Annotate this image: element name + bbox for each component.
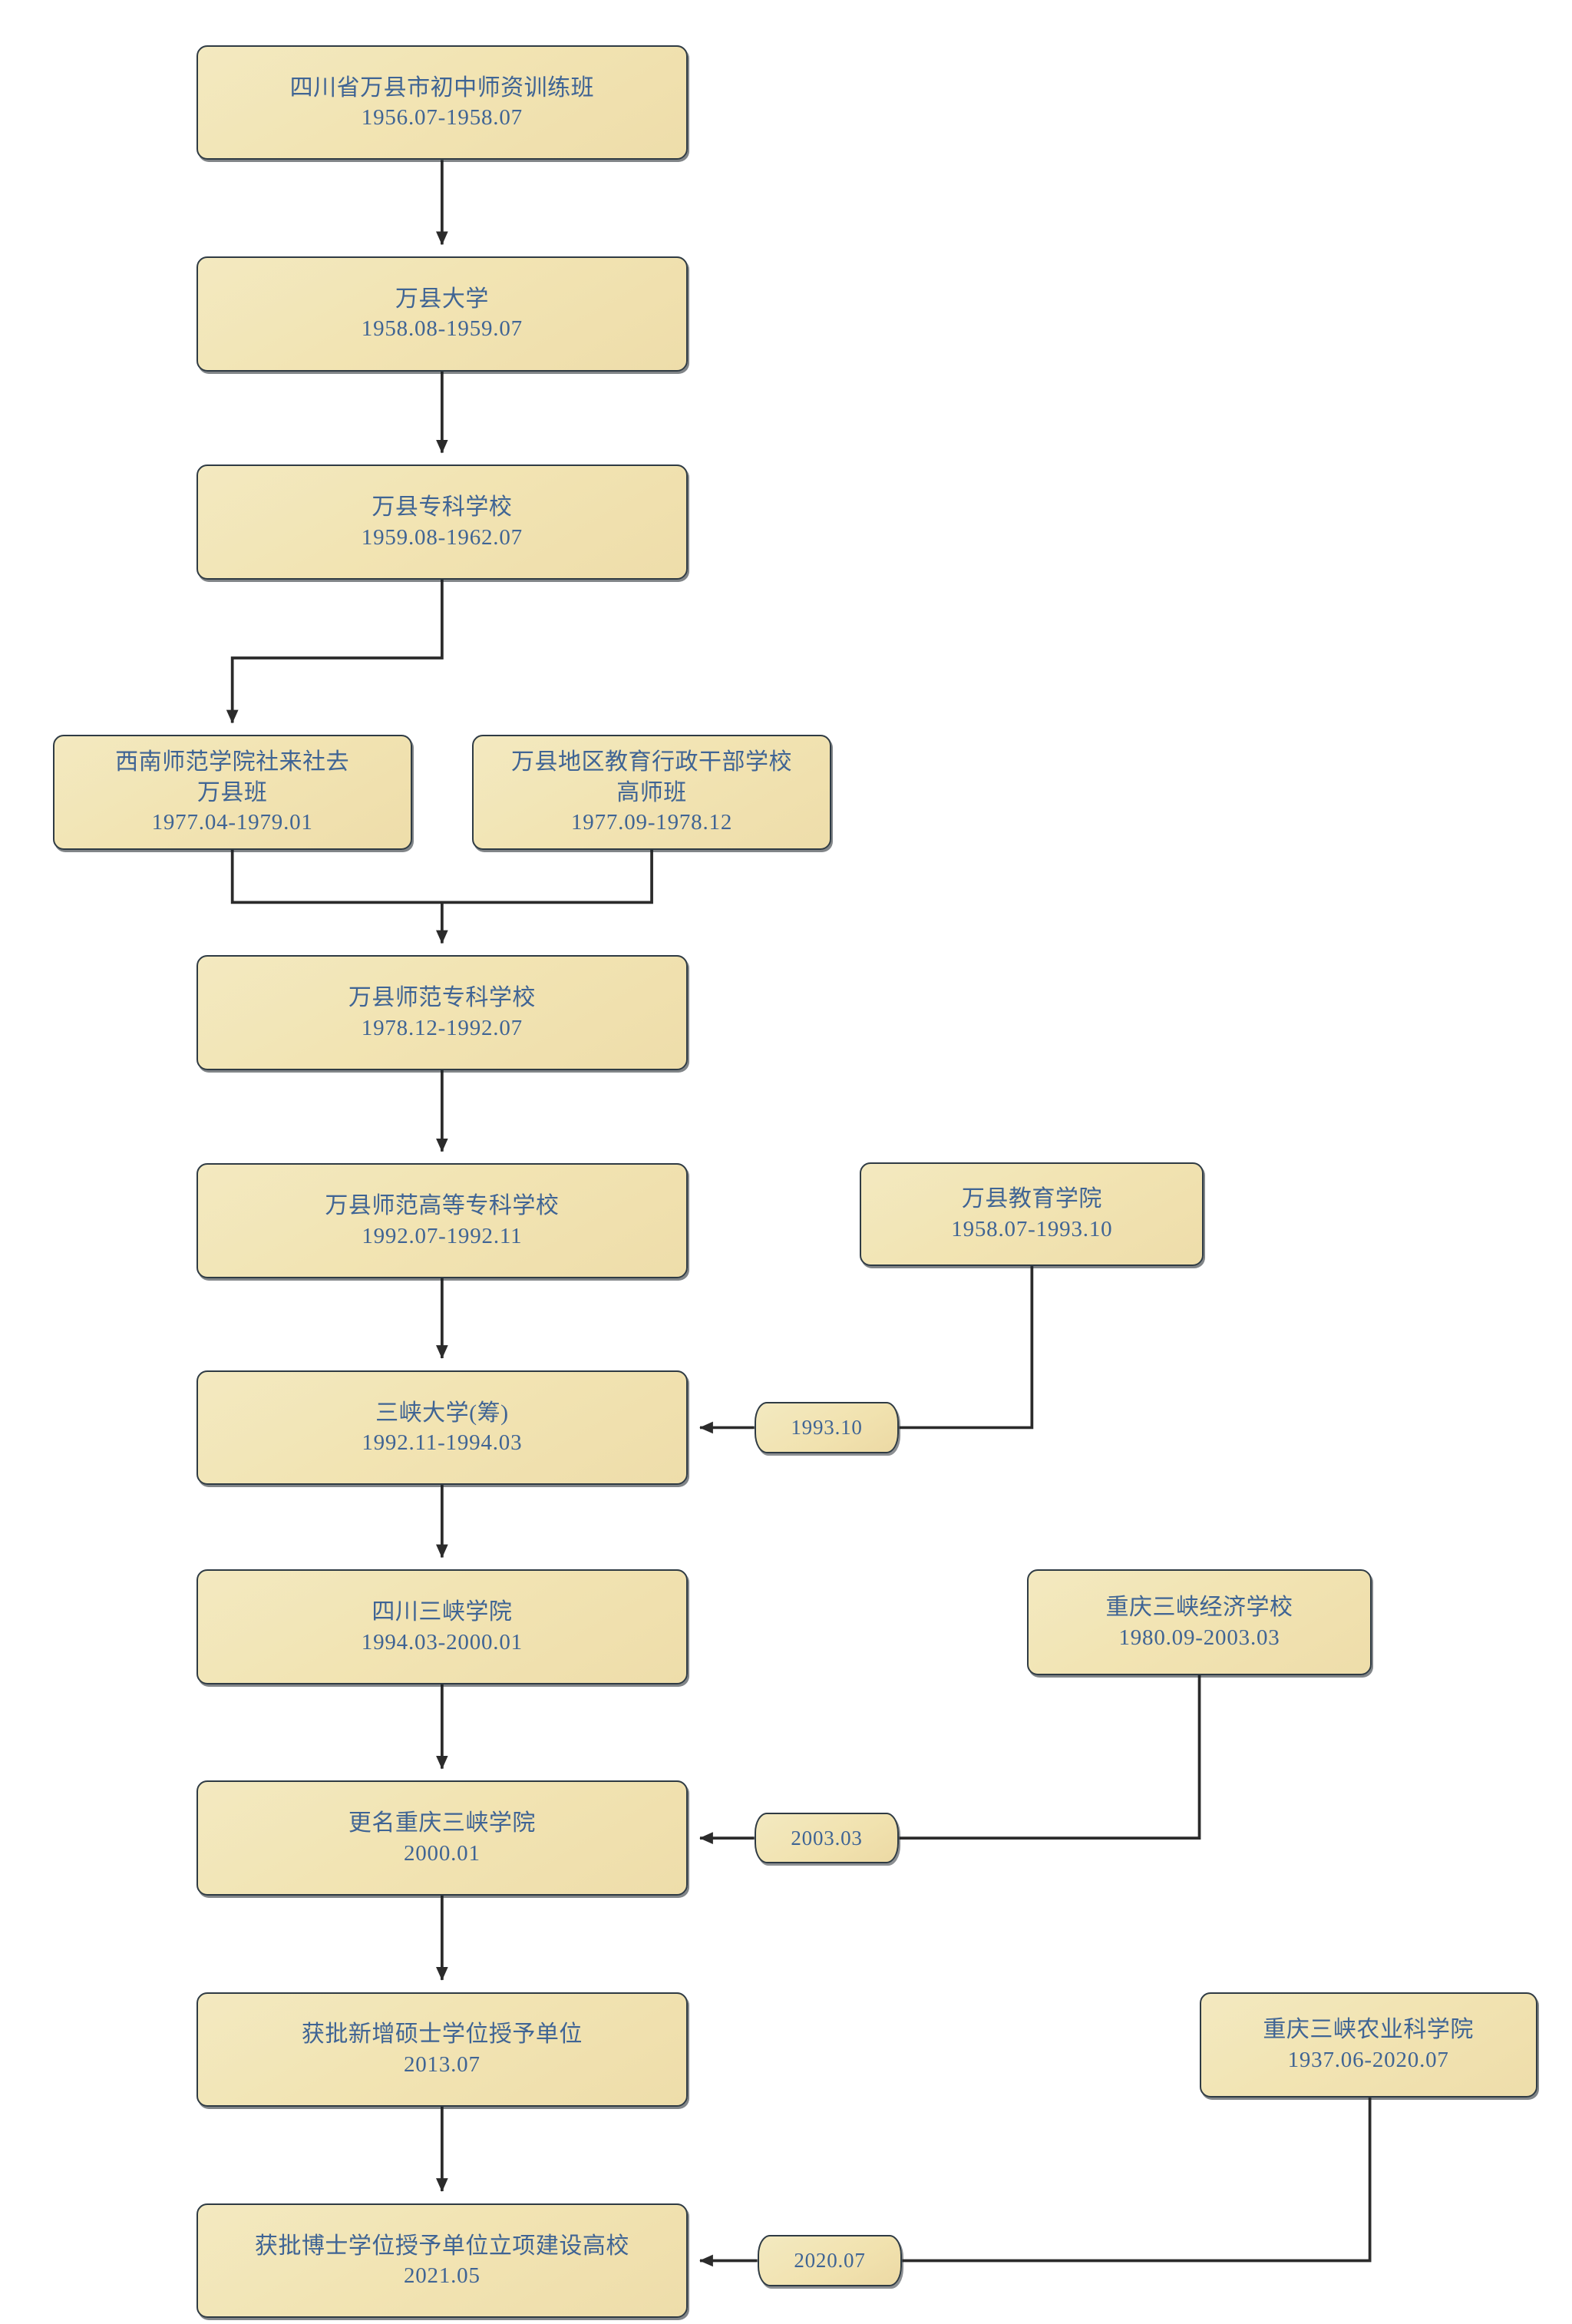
edge-n4a-n5 xyxy=(230,849,448,944)
edge-n4b-n5 xyxy=(441,849,653,904)
edge-n3-n4a xyxy=(226,579,444,724)
node-title: 重庆三峡经济学校 xyxy=(1105,1595,1293,1621)
edge-label-2020-07: 2020.07 xyxy=(757,2235,903,2286)
node-period: 1992.07-1992.11 xyxy=(362,1223,523,1248)
node-title: 更名重庆三峡学院 xyxy=(348,1810,536,1836)
node-wanxian-junior-college[interactable]: 万县专科学校 1959.08-1962.07 xyxy=(196,464,689,580)
node-title: 万县师范高等专科学校 xyxy=(325,1193,560,1219)
node-period: 2021.05 xyxy=(403,2263,481,2289)
edge-n8r-label2 xyxy=(899,1674,1201,1840)
node-sichuan-wanxian-junior-teacher-training-class[interactable]: 四川省万县市初中师资训练班 1956.07-1958.07 xyxy=(196,45,689,160)
node-period: 1959.08-1962.07 xyxy=(361,524,523,550)
node-period: 1980.09-2003.03 xyxy=(1118,1625,1280,1650)
node-period: 1978.12-1992.07 xyxy=(361,1015,523,1040)
node-wanxian-normal-junior-college[interactable]: 万县师范专科学校 1978.12-1992.07 xyxy=(196,955,689,1070)
node-period: 1956.07-1958.07 xyxy=(361,105,523,131)
node-title: 三峡大学(筹) xyxy=(375,1400,509,1426)
node-period: 2000.01 xyxy=(403,1840,481,1866)
node-period: 1992.11-1994.03 xyxy=(362,1430,523,1456)
edge-n10r-label3 xyxy=(902,2098,1372,2263)
node-period: 1958.07-1993.10 xyxy=(951,1216,1113,1241)
edge-label-2003-03: 2003.03 xyxy=(754,1812,900,1864)
node-title: 四川省万县市初中师资训练班 xyxy=(289,74,595,101)
node-renamed-chongqing-three-gorges-university[interactable]: 更名重庆三峡学院 2000.01 xyxy=(196,1780,689,1896)
node-approved-masters-degree-unit[interactable]: 获批新增硕士学位授予单位 2013.07 xyxy=(196,1992,689,2107)
node-title: 万县教育学院 xyxy=(961,1186,1102,1212)
edge-n6r-label1 xyxy=(899,1266,1034,1430)
node-title: 获批博士学位授予单位立项建设高校 xyxy=(254,2233,629,2259)
node-title: 西南师范学院社来社去 万县班 xyxy=(115,749,350,805)
node-wanxian-normal-higher-junior-college[interactable]: 万县师范高等专科学校 1992.07-1992.11 xyxy=(196,1163,689,1278)
node-sichuan-three-gorges-college[interactable]: 四川三峡学院 1994.03-2000.01 xyxy=(196,1569,689,1684)
node-period: 1994.03-2000.01 xyxy=(361,1629,523,1655)
edge-label-1993-10: 1993.10 xyxy=(754,1402,900,1453)
node-chongqing-three-gorges-agricultural-academy[interactable]: 重庆三峡农业科学院 1937.06-2020.07 xyxy=(1199,1992,1537,2098)
node-title: 四川三峡学院 xyxy=(372,1598,513,1625)
node-title: 万县地区教育行政干部学校 高师班 xyxy=(511,749,793,805)
node-title: 万县师范专科学校 xyxy=(348,984,536,1010)
node-wanxian-education-admin-cadre-school-class[interactable]: 万县地区教育行政干部学校 高师班 1977.09-1978.12 xyxy=(472,735,831,850)
node-approved-doctoral-degree-construction-university[interactable]: 获批博士学位授予单位立项建设高校 2021.05 xyxy=(196,2203,689,2319)
node-period: 1977.09-1978.12 xyxy=(570,810,733,835)
node-wanxian-university[interactable]: 万县大学 1958.08-1959.07 xyxy=(196,256,689,372)
node-period: 2013.07 xyxy=(403,2051,481,2077)
node-title: 万县大学 xyxy=(395,286,489,312)
node-title: 重庆三峡农业科学院 xyxy=(1263,2017,1474,2043)
node-wanxian-education-institute[interactable]: 万县教育学院 1958.07-1993.10 xyxy=(860,1162,1204,1267)
node-three-gorges-university-preparatory[interactable]: 三峡大学(筹) 1992.11-1994.03 xyxy=(196,1370,689,1486)
node-period: 1958.08-1959.07 xyxy=(361,316,523,342)
node-period: 1937.06-2020.07 xyxy=(1287,2048,1449,2073)
node-chongqing-three-gorges-economy-school[interactable]: 重庆三峡经济学校 1980.09-2003.03 xyxy=(1027,1569,1372,1675)
node-title: 万县专科学校 xyxy=(372,494,513,521)
node-southwest-normal-college-wanxian-class[interactable]: 西南师范学院社来社去 万县班 1977.04-1979.01 xyxy=(52,735,412,850)
node-title: 获批新增硕士学位授予单位 xyxy=(301,2022,583,2048)
node-period: 1977.04-1979.01 xyxy=(151,810,313,835)
